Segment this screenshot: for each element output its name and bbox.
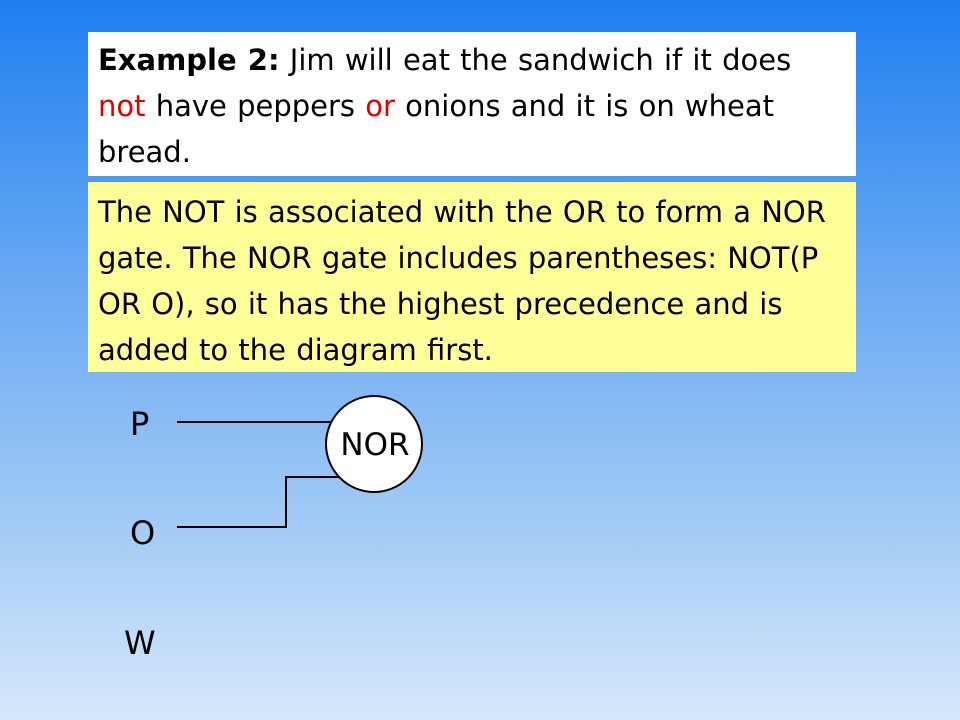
wire-o — [177, 476, 340, 528]
nor-gate-label: NOR — [340, 427, 409, 463]
nor-gate-circle — [325, 395, 423, 493]
example-text-part-1: Jim will eat the sandwich if it does — [279, 43, 792, 77]
input-label-w: W — [124, 624, 156, 662]
example-statement-box: Example 2: Jim will eat the sandwich if … — [88, 32, 856, 176]
example-heading: Example 2: — [98, 43, 280, 77]
example-text-part-3: onions and it is on wheat bread. — [98, 89, 774, 169]
input-label-o: O — [130, 514, 156, 552]
input-label-p: P — [130, 405, 150, 443]
keyword-not: not — [98, 89, 146, 123]
explanation-note-box: The NOT is associated with the OR to for… — [88, 182, 856, 372]
explanation-text: The NOT is associated with the OR to for… — [98, 195, 826, 367]
example-text-part-2: have peppers — [145, 89, 366, 123]
nor-gate: NOR — [325, 395, 423, 493]
keyword-or: or — [365, 89, 395, 123]
